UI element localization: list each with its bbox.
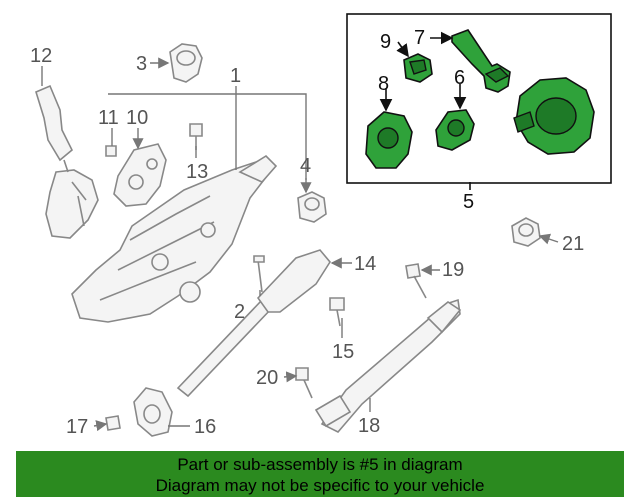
callout-13: 13 [186, 161, 208, 183]
part-18-shaft[interactable] [314, 298, 462, 433]
banner-line-2: Diagram may not be specific to your vehi… [155, 476, 485, 495]
callout-16: 16 [194, 416, 216, 438]
parts-diagram: 12 3 1 11 10 13 4 14 19 2 15 20 17 16 18… [30, 13, 612, 438]
part-4-bushing[interactable] [297, 191, 327, 223]
callout-6: 6 [454, 67, 465, 89]
part-6-ring[interactable] [435, 109, 475, 151]
part-11-bolt[interactable] [105, 145, 117, 157]
part-3-lock-cylinder[interactable] [169, 43, 203, 83]
part-9-sensor[interactable] [403, 53, 433, 83]
callout-12: 12 [30, 45, 52, 67]
part-7-switch[interactable] [451, 29, 511, 93]
callout-1: 1 [230, 65, 241, 87]
callout-9: 9 [380, 31, 391, 53]
part-12-shift-lever[interactable] [35, 84, 99, 239]
part-14-intermediate-shaft[interactable] [176, 249, 331, 398]
callout-17: 17 [66, 416, 88, 438]
callout-19: 19 [442, 259, 464, 281]
callout-4: 4 [300, 155, 311, 177]
callout-21: 21 [562, 233, 584, 255]
part-10-bracket[interactable] [113, 143, 167, 207]
part-8-clock-spring[interactable] [365, 111, 413, 169]
part-20-bolt[interactable] [295, 367, 313, 399]
part-16-boot[interactable] [133, 387, 173, 437]
callout-18: 18 [358, 415, 380, 437]
callout-2: 2 [234, 301, 245, 323]
callout-7: 7 [414, 27, 425, 49]
part-5-combination-switch[interactable] [513, 77, 595, 155]
part-1-steering-column[interactable] [71, 154, 278, 323]
callout-20: 20 [256, 367, 278, 389]
part-2-bolt[interactable] [253, 255, 265, 293]
part-21-sensor[interactable] [511, 217, 541, 247]
callout-3: 3 [136, 53, 147, 75]
callout-labels: 12 3 1 11 10 13 4 14 19 2 15 20 17 16 18… [30, 27, 584, 438]
banner-line-1: Part or sub-assembly is #5 in diagram [177, 455, 463, 474]
part-19-bolt[interactable] [405, 263, 427, 299]
info-banner: Part or sub-assembly is #5 in diagram Di… [16, 451, 624, 497]
part-17-bolt[interactable] [105, 415, 121, 431]
callout-8: 8 [378, 73, 389, 95]
callout-14: 14 [354, 253, 376, 275]
callout-10: 10 [126, 107, 148, 129]
callout-11: 11 [98, 107, 119, 129]
callout-5: 5 [463, 191, 474, 213]
callout-15: 15 [332, 341, 354, 363]
leader-lines [41, 31, 559, 432]
part-15-bolt[interactable] [329, 297, 345, 327]
